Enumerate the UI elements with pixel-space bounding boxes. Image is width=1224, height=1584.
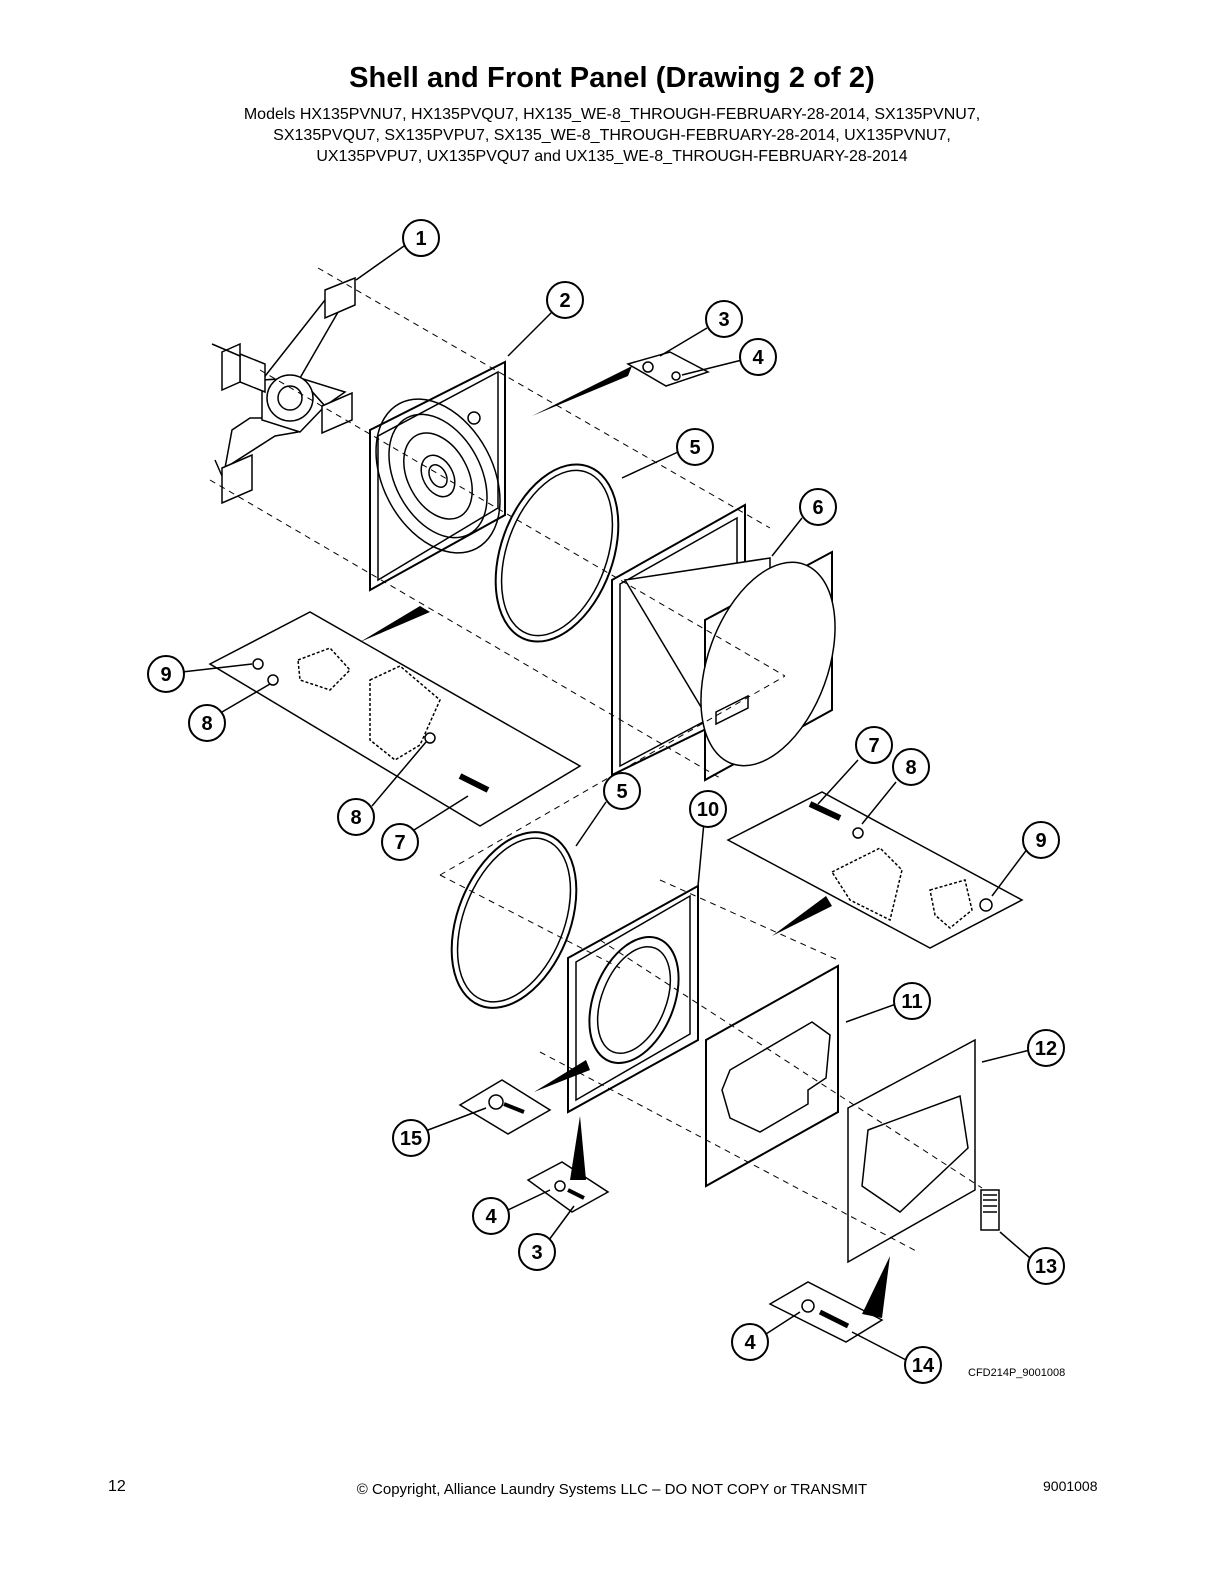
callout-4: 4 bbox=[472, 1197, 510, 1235]
callout-1: 1 bbox=[402, 219, 440, 257]
callout-label: 8 bbox=[350, 807, 361, 829]
callout-9: 9 bbox=[1022, 821, 1060, 859]
rear-bearing-bracket bbox=[211, 276, 356, 505]
callout-8: 8 bbox=[337, 798, 375, 836]
callout-label: 5 bbox=[616, 781, 627, 803]
callout-label: 4 bbox=[744, 1332, 756, 1354]
callout-label: 11 bbox=[901, 991, 922, 1013]
models-list: Models HX135PVNU7, HX135PVQU7, HX135_WE-… bbox=[0, 104, 1224, 167]
callout-label: 7 bbox=[394, 832, 405, 854]
callout-8: 8 bbox=[892, 748, 930, 786]
hardware-detail-left bbox=[208, 611, 582, 827]
assembly-lines bbox=[209, 267, 983, 1253]
page-title: Shell and Front Panel (Drawing 2 of 2) bbox=[349, 62, 875, 94]
callout-label: 10 bbox=[697, 799, 719, 821]
callout-label: 5 bbox=[689, 437, 700, 459]
callout-7: 7 bbox=[855, 726, 893, 764]
callout-label: 2 bbox=[559, 290, 570, 312]
callout-label: 6 bbox=[812, 497, 823, 519]
hardware-detail-15 bbox=[458, 1079, 552, 1135]
copyright-notice: © Copyright, Alliance Laundry Systems LL… bbox=[356, 1481, 868, 1498]
callout-4: 4 bbox=[739, 338, 777, 376]
callout-3: 3 bbox=[518, 1233, 556, 1271]
callout-6: 6 bbox=[799, 488, 837, 526]
document-number: 9001008 bbox=[1043, 1478, 1098, 1494]
callout-8: 8 bbox=[188, 704, 226, 742]
callout-5: 5 bbox=[603, 772, 641, 810]
callout-label: 1 bbox=[415, 228, 426, 250]
models-line: Models HX135PVNU7, HX135PVQU7, HX135_WE-… bbox=[243, 106, 981, 123]
drawing-code: CFD214P_9001008 bbox=[968, 1367, 1066, 1379]
callout-label: 4 bbox=[485, 1206, 497, 1228]
callout-arrows bbox=[181, 245, 1031, 1361]
detail-wedges bbox=[360, 366, 890, 1318]
callout-7: 7 bbox=[381, 823, 419, 861]
models-line: UX135PVPU7, UX135PVQU7 and UX135_WE-8_TH… bbox=[316, 148, 908, 165]
callout-label: 12 bbox=[1035, 1038, 1057, 1060]
warning-label bbox=[980, 1189, 1000, 1231]
callout-4: 4 bbox=[731, 1323, 769, 1361]
hardware-detail-4-14 bbox=[768, 1281, 884, 1343]
callout-15: 15 bbox=[392, 1119, 430, 1157]
shell-wrapper bbox=[611, 503, 836, 782]
callout-label: 13 bbox=[1035, 1256, 1057, 1278]
models-line: SX135PVQU7, SX135PVPU7, SX135_WE-8_THROU… bbox=[273, 127, 951, 144]
front-panel bbox=[567, 884, 699, 1114]
callouts: 1 2 3 4 5 6 9 8 8 7 7 8 5 10 9 11 12 15 … bbox=[147, 219, 1065, 1384]
page-number: 12 bbox=[108, 1478, 126, 1495]
callout-label: 9 bbox=[160, 664, 171, 686]
hardware-detail-right bbox=[726, 791, 1024, 949]
callout-label: 7 bbox=[868, 735, 879, 757]
callout-13: 13 bbox=[1027, 1247, 1065, 1285]
gasket-ring-lower bbox=[450, 831, 578, 1009]
callout-11: 11 bbox=[893, 982, 931, 1020]
callout-label: 3 bbox=[531, 1242, 542, 1264]
callout-3: 3 bbox=[705, 300, 743, 338]
callout-5: 5 bbox=[676, 428, 714, 466]
door-frame bbox=[705, 964, 839, 1188]
rear-panel bbox=[369, 360, 506, 592]
callout-14: 14 bbox=[904, 1346, 942, 1384]
callout-label: 8 bbox=[905, 757, 916, 779]
callout-label: 3 bbox=[718, 309, 729, 331]
hardware-detail-top bbox=[626, 351, 710, 387]
hardware-detail-3-4 bbox=[526, 1161, 610, 1213]
callout-label: 4 bbox=[752, 347, 764, 369]
callout-label: 8 bbox=[201, 713, 212, 735]
callout-label: 15 bbox=[400, 1128, 422, 1150]
front-cover-panel bbox=[847, 1038, 976, 1264]
callout-label: 9 bbox=[1035, 830, 1046, 852]
callout-10: 10 bbox=[689, 790, 727, 828]
callout-9: 9 bbox=[147, 655, 185, 693]
callout-2: 2 bbox=[546, 281, 584, 319]
callout-label: 14 bbox=[912, 1355, 935, 1377]
callout-12: 12 bbox=[1027, 1029, 1065, 1067]
